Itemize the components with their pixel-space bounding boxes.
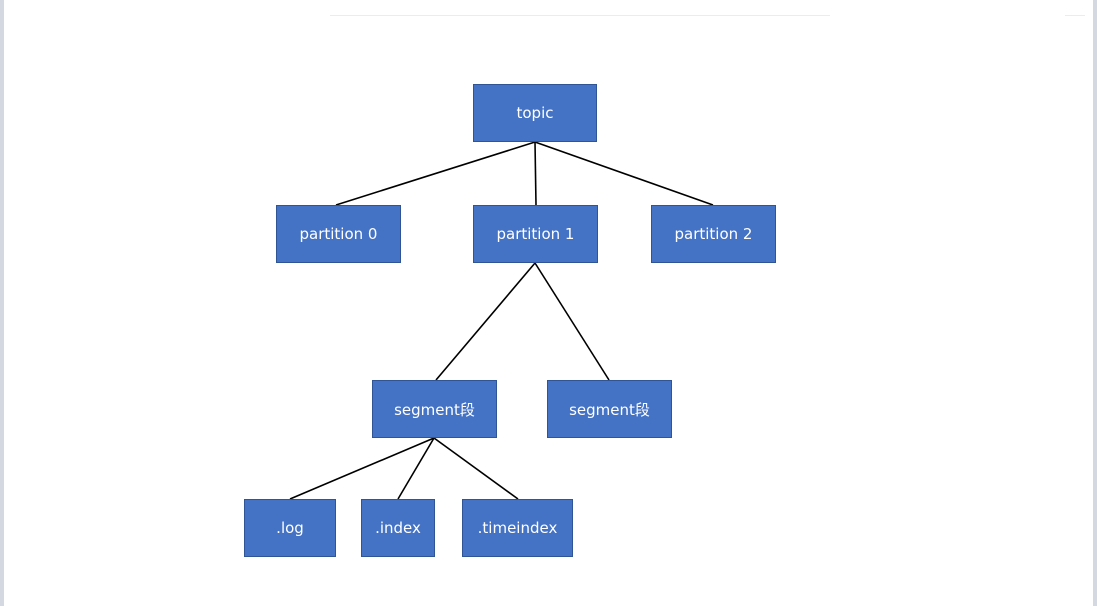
edge-segment-a-log	[289, 437, 435, 500]
node-segment-a: segment段	[372, 380, 497, 438]
node-partition-2: partition 2	[651, 205, 776, 263]
node-partition-2-label: partition 2	[674, 225, 753, 243]
window-frame-right	[1093, 0, 1097, 606]
edge-topic-partition-1	[534, 141, 537, 206]
node-segment-b: segment段	[547, 380, 672, 438]
node-partition-1-label: partition 1	[496, 225, 575, 243]
edge-segment-a-timeindex	[433, 437, 519, 500]
edge-partition-1-segment-b	[534, 262, 610, 381]
node-timeindex-label: .timeindex	[477, 519, 558, 537]
edge-topic-partition-2	[534, 141, 714, 206]
edge-partition-1-segment-a	[435, 262, 536, 381]
edge-topic-partition-0	[335, 141, 536, 206]
node-topic: topic	[473, 84, 597, 142]
node-index-label: .index	[375, 519, 421, 537]
node-partition-0-label: partition 0	[299, 225, 378, 243]
slide-top-divider	[330, 15, 830, 16]
node-log: .log	[244, 499, 336, 557]
node-index: .index	[361, 499, 435, 557]
node-partition-1: partition 1	[473, 205, 598, 263]
node-segment-a-label: segment段	[394, 400, 475, 419]
node-partition-0: partition 0	[276, 205, 401, 263]
edge-segment-a-index	[397, 437, 435, 500]
node-log-label: .log	[276, 519, 304, 537]
node-segment-b-label: segment段	[569, 400, 650, 419]
slide-top-divider-right	[1065, 15, 1085, 16]
window-frame-left	[0, 0, 4, 606]
node-topic-label: topic	[516, 104, 554, 122]
node-timeindex: .timeindex	[462, 499, 573, 557]
